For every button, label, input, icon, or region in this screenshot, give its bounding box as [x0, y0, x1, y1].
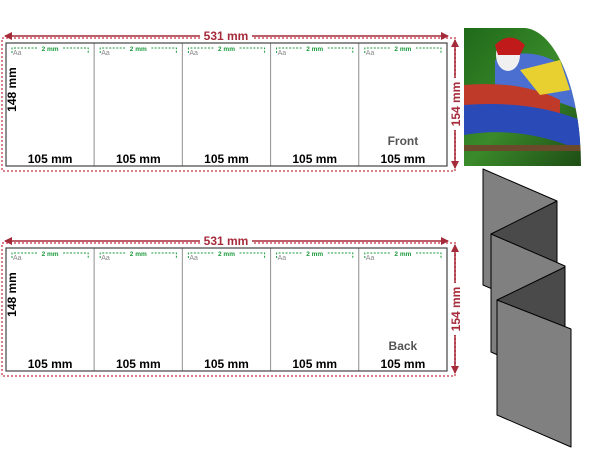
panel: 2 mm Aa 105 mm: [181, 42, 272, 167]
panel: 2 mm Aa 105 mm: [93, 42, 183, 167]
zigzag-fold-icon: [482, 168, 572, 448]
panel: 2 mm Aa 105 mm: [270, 247, 360, 372]
text-icon: Aa: [13, 50, 22, 57]
text-icon: Aa: [366, 50, 375, 57]
panel-outline: [358, 42, 448, 167]
margin-label: 2 mm: [306, 251, 323, 258]
panel: 2 mm Aa 105 mm: [181, 247, 272, 372]
margin-label: 2 mm: [42, 46, 59, 53]
panel-width-label: 105 mm: [204, 152, 249, 166]
panel-outline: [270, 247, 360, 372]
total-height-label: 154 mm: [449, 82, 463, 127]
panel-height-label: 148 mm: [5, 272, 19, 317]
panel-width-label: 105 mm: [381, 357, 426, 371]
total-width-label: 531 mm: [204, 29, 249, 43]
margin-label: 2 mm: [394, 251, 411, 258]
panel-height-label: 148 mm: [5, 67, 19, 112]
leaflet-outline: [5, 247, 448, 372]
panel-outline: [270, 42, 360, 167]
bleed-outline: [1, 37, 456, 172]
total-height-label: 154 mm: [449, 287, 463, 332]
margin-label: 2 mm: [130, 46, 147, 53]
panel-width-label: 105 mm: [292, 357, 337, 371]
panel-outline: [93, 247, 183, 372]
margin-label: 2 mm: [218, 46, 235, 53]
panel-outline: [93, 42, 183, 167]
margin-label: 2 mm: [306, 46, 323, 53]
panel: 2 mm Aa 105 mm: [358, 42, 448, 167]
margin-label: 2 mm: [130, 251, 147, 258]
text-icon: Aa: [101, 255, 110, 262]
side-label: Front: [388, 134, 419, 148]
leaflet-outline: [5, 42, 448, 167]
text-icon: Aa: [366, 255, 375, 262]
panel-width-label: 105 mm: [28, 152, 73, 166]
margin-label: 2 mm: [218, 251, 235, 258]
panel: 2 mm Aa 105 mm: [5, 42, 95, 167]
bleed-outline: [1, 242, 456, 377]
text-icon: Aa: [189, 50, 198, 57]
panel-width-label: 105 mm: [381, 152, 426, 166]
total-width-label: 531 mm: [204, 234, 249, 248]
text-icon: Aa: [13, 255, 22, 262]
panel-outline: [5, 247, 95, 372]
margin-label: 2 mm: [394, 46, 411, 53]
panel-width-label: 105 mm: [292, 152, 337, 166]
panel-width-label: 105 mm: [116, 357, 161, 371]
parrot-photo: [464, 28, 581, 166]
panel-outline: [181, 247, 272, 372]
panel: 2 mm Aa 105 mm: [270, 42, 360, 167]
panel-outline: [181, 42, 272, 167]
text-icon: Aa: [101, 50, 110, 57]
panel-outline: [5, 42, 95, 167]
panel-width-label: 105 mm: [28, 357, 73, 371]
panel: 2 mm Aa 105 mm: [5, 247, 95, 372]
side-label: Back: [389, 339, 418, 353]
text-icon: Aa: [278, 50, 287, 57]
margin-label: 2 mm: [42, 251, 59, 258]
text-icon: Aa: [278, 255, 287, 262]
text-icon: Aa: [189, 255, 198, 262]
panel-width-label: 105 mm: [116, 152, 161, 166]
panel: 2 mm Aa 105 mm: [93, 247, 183, 372]
panel-width-label: 105 mm: [204, 357, 249, 371]
